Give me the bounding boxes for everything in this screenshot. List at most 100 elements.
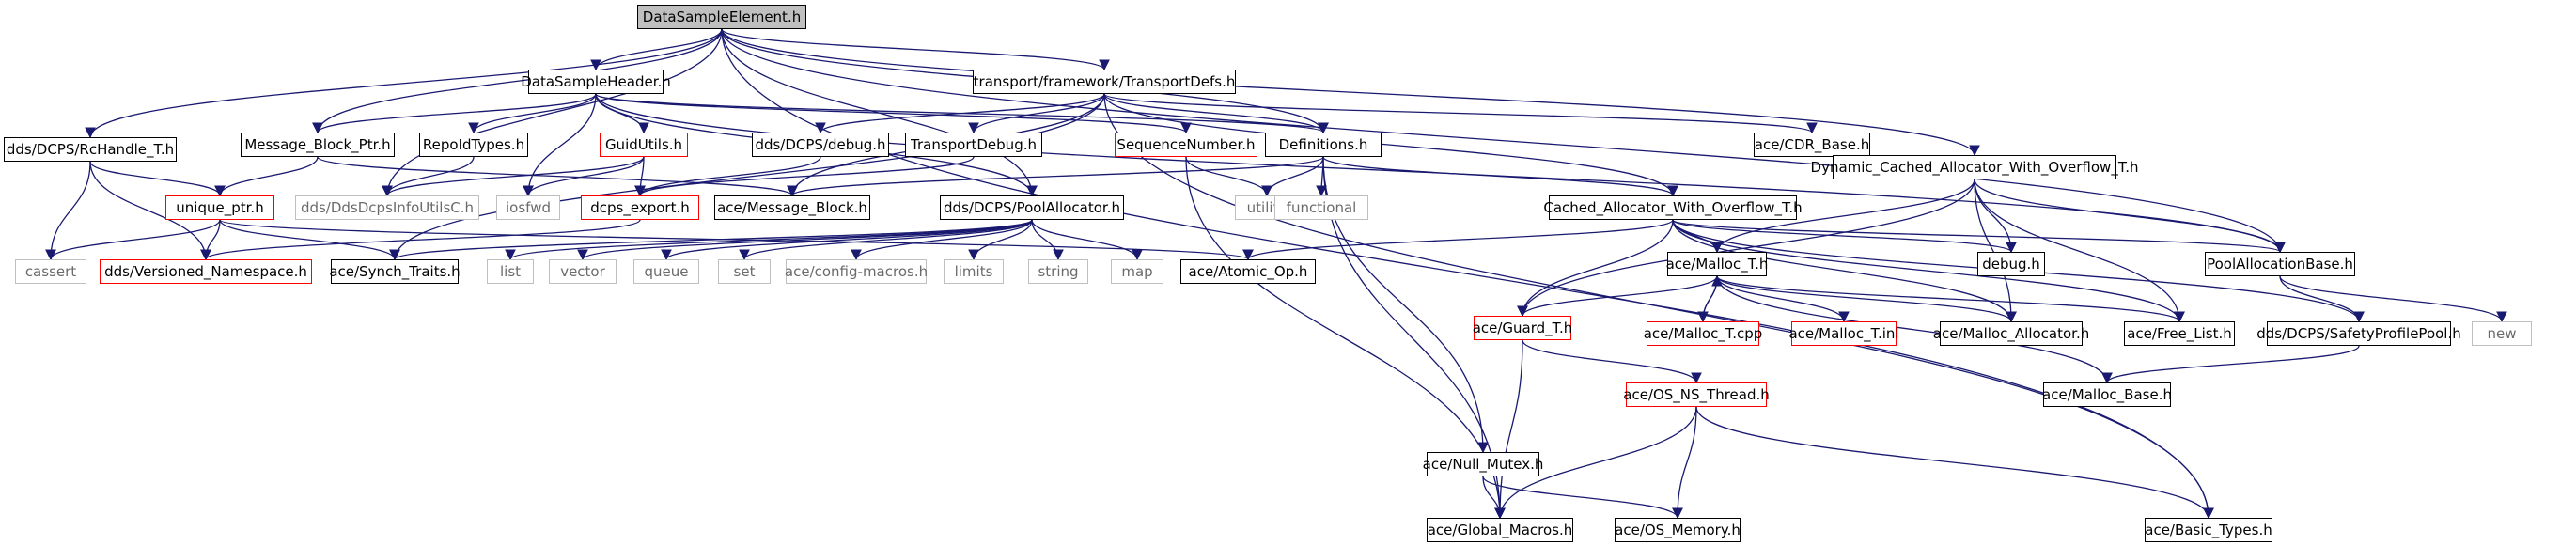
edge-poolalloc-to-map bbox=[1031, 219, 1143, 261]
file-node-malloct[interactable]: ace/Malloc_T.h bbox=[1666, 252, 1768, 276]
file-node-globalmacros[interactable]: ace/Global_Macros.h bbox=[1427, 518, 1573, 542]
edge-poolalloc-to-configmacros bbox=[851, 219, 1033, 261]
edge-malloct-to-mallocalloc bbox=[1716, 275, 2017, 323]
file-node-guardt[interactable]: ace/Guard_T.h bbox=[1473, 316, 1572, 340]
file-node-synchtraits[interactable]: ace/Synch_Traits.h bbox=[329, 259, 461, 284]
edge-dcpsexport-to-versioned bbox=[200, 219, 641, 261]
edge-dsh-to-mbp bbox=[312, 93, 597, 134]
edge-tdefs-to-ddsdebug bbox=[815, 93, 1105, 134]
file-node-guidutils[interactable]: GuidUtils.h bbox=[600, 133, 688, 157]
edge-poolalloc-to-limits bbox=[968, 219, 1033, 261]
edge-osns-to-globalmacros bbox=[1494, 406, 1697, 520]
edge-root-to-rchandle bbox=[85, 28, 723, 139]
edge-dsh-to-iosfwd bbox=[523, 93, 597, 197]
edge-poolalloc-to-queue bbox=[661, 219, 1033, 261]
edge-repoid-to-infoutils bbox=[382, 156, 475, 197]
file-node-mallocalloc[interactable]: ace/Malloc_Allocator.h bbox=[1933, 321, 2089, 346]
edge-dcaow-to-freelist bbox=[1974, 179, 2185, 323]
edge-root-to-mbp bbox=[312, 28, 723, 134]
file-node-osns[interactable]: ace/OS_NS_Thread.h bbox=[1623, 382, 1770, 407]
edge-poolalloc-to-string bbox=[1031, 219, 1064, 261]
file-node-poolalloc[interactable]: dds/DCPS/PoolAllocator.h bbox=[940, 195, 1124, 220]
edge-guardt-to-osns bbox=[1522, 339, 1702, 384]
file-node-list: list bbox=[487, 259, 534, 284]
file-node-caow[interactable]: Cached_Allocator_With_Overflow_T.h bbox=[1543, 195, 1803, 220]
edge-mbp-to-uniqueptr bbox=[214, 156, 319, 197]
edge-uniqueptr-to-atomicop bbox=[219, 219, 1254, 261]
edge-tdefs-to-tdebug bbox=[968, 93, 1105, 134]
edge-dsh-to-seqnum bbox=[595, 93, 1192, 134]
file-node-iosfwd: iosfwd bbox=[496, 195, 560, 220]
file-node-tdefs[interactable]: transport/framework/TransportDefs.h bbox=[973, 70, 1236, 94]
file-node-tdebug[interactable]: TransportDebug.h bbox=[905, 133, 1042, 157]
edge-osns-to-osmemory bbox=[1672, 406, 1697, 520]
file-node-nullmutex[interactable]: ace/Null_Mutex.h bbox=[1423, 452, 1543, 476]
file-node-new: new bbox=[2472, 321, 2532, 346]
file-node-osmemory[interactable]: ace/OS_Memory.h bbox=[1615, 518, 1741, 542]
file-node-string: string bbox=[1028, 259, 1088, 284]
edge-tdefs-to-caow bbox=[1103, 93, 1678, 197]
edge-dsh-to-repoid bbox=[468, 93, 597, 134]
file-node-repoid[interactable]: RepoIdTypes.h bbox=[419, 133, 528, 157]
edge-poolalloc-to-list bbox=[505, 219, 1033, 261]
edge-root-to-dcaow bbox=[721, 28, 1980, 157]
file-node-atomicop[interactable]: ace/Atomic_Op.h bbox=[1180, 259, 1316, 284]
file-node-safetypool[interactable]: dds/DCPS/SafetyProfilePool.h bbox=[2256, 321, 2461, 346]
edge-nullmutex-to-osmemory bbox=[1482, 476, 1683, 520]
edge-uniqueptr-to-synchtraits bbox=[219, 219, 400, 261]
file-node-set: set bbox=[718, 259, 771, 284]
edge-poolalloc-to-synchtraits bbox=[389, 219, 1033, 261]
file-node-vector: vector bbox=[549, 259, 617, 284]
file-node-limits: limits bbox=[944, 259, 1004, 284]
edge-caow-to-debugh bbox=[1672, 219, 2017, 254]
file-node-dsh[interactable]: DataSampleHeader.h bbox=[521, 70, 671, 94]
file-node-mallocbase[interactable]: ace/Malloc_Base.h bbox=[2042, 382, 2172, 407]
file-node-malloctinl[interactable]: ace/Malloc_T.inl bbox=[1788, 321, 1899, 346]
edge-osns-to-basictypes bbox=[1695, 406, 2214, 520]
file-node-versioned[interactable]: dds/Versioned_Namespace.h bbox=[100, 259, 312, 284]
file-node-dcaow[interactable]: Dynamic_Cached_Allocator_With_Overflow_T… bbox=[1811, 155, 2138, 179]
file-node-ddsdebug[interactable]: dds/DCPS/debug.h bbox=[752, 133, 889, 157]
edge-rchandle-to-cassert bbox=[45, 161, 91, 261]
edge-dcaow-to-mallocalloc bbox=[1974, 179, 2017, 323]
file-node-rchandle[interactable]: dds/DCPS/RcHandle_T.h bbox=[4, 137, 177, 162]
edge-poolalloc-to-set bbox=[739, 219, 1033, 261]
edge-defs-to-utility bbox=[1261, 156, 1324, 197]
edge-poolallocbase-to-new bbox=[2279, 275, 2507, 323]
edge-tdefs-to-basictypes bbox=[1103, 93, 2214, 520]
file-node-poolallocbase[interactable]: PoolAllocationBase.h bbox=[2205, 252, 2355, 276]
file-node-infoutils: dds/DdsDcpsInfoUtilsC.h bbox=[295, 195, 479, 220]
file-node-seqnum[interactable]: SequenceNumber.h bbox=[1115, 133, 1257, 157]
file-node-cdrbase[interactable]: ace/CDR_Base.h bbox=[1754, 133, 1870, 157]
edge-dcaow-to-guardt bbox=[1517, 179, 1975, 318]
edge-caow-to-atomicop bbox=[1242, 219, 1674, 261]
edge-caow-to-freelist bbox=[1672, 219, 2185, 323]
edge-defs-to-caow bbox=[1322, 156, 1678, 197]
edge-malloct-to-freelist bbox=[1716, 275, 2185, 323]
file-node-basictypes[interactable]: ace/Basic_Types.h bbox=[2145, 518, 2272, 542]
edge-dcaow-to-malloct bbox=[1711, 179, 1975, 254]
file-node-dcpsexport[interactable]: dcps_export.h bbox=[581, 195, 699, 220]
edge-tdebug-to-dcpsexport bbox=[634, 156, 975, 197]
edge-root-to-dsh bbox=[590, 28, 723, 71]
edge-poolallocbase-to-safetypool bbox=[2279, 275, 2365, 323]
edge-dcaow-to-debugh bbox=[1974, 179, 2017, 254]
edge-malloct-to-mallocbase bbox=[1716, 275, 2113, 384]
file-node-defs[interactable]: Definitions.h bbox=[1265, 133, 1382, 157]
file-node-msgblock[interactable]: ace/Message_Block.h bbox=[714, 195, 870, 220]
edge-root-to-poolallocbase bbox=[721, 28, 2286, 254]
file-node-debugh[interactable]: debug.h bbox=[1977, 252, 2045, 276]
file-node-freelist[interactable]: ace/Free_List.h bbox=[2124, 321, 2235, 346]
edge-tdefs-to-cdrbase bbox=[1103, 93, 1818, 134]
edge-tdefs-to-synchtraits bbox=[389, 93, 1105, 261]
edge-poolalloc-to-vector bbox=[577, 219, 1033, 261]
file-node-malloctcpp[interactable]: ace/Malloc_T.cpp bbox=[1644, 321, 1762, 346]
edge-nullmutex-to-globalmacros bbox=[1482, 476, 1506, 520]
edge-uniqueptr-to-cassert bbox=[45, 219, 221, 261]
file-node-uniqueptr[interactable]: unique_ptr.h bbox=[165, 195, 274, 220]
edge-malloct-to-guardt bbox=[1517, 275, 1718, 318]
file-node-queue: queue bbox=[633, 259, 699, 284]
file-node-mbp[interactable]: Message_Block_Ptr.h bbox=[241, 133, 395, 157]
edge-dcaow-to-poolallocbase bbox=[1974, 179, 2286, 254]
